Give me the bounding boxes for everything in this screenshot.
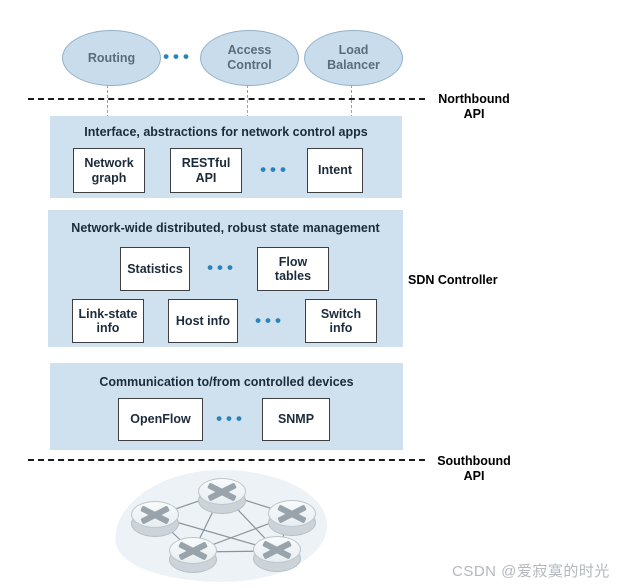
southbound-dashed-line (28, 459, 425, 461)
southbound-api-label: Southbound API (428, 454, 520, 484)
northbound-api-line2: API (463, 107, 485, 121)
sdn-controller-label: SDN Controller (408, 273, 498, 287)
box-openflow: OpenFlow (118, 398, 203, 441)
northbound-api-label: Northbound API (428, 92, 520, 122)
ellipsis-dots-icon: ••• (255, 311, 285, 330)
box-intent: Intent (307, 148, 363, 193)
northbound-api-line1: Northbound (438, 92, 510, 106)
app-ellipse-routing: Routing (62, 30, 161, 86)
app-label-routing: Routing (87, 50, 136, 65)
northbound-dashed-line (28, 98, 425, 100)
box-statistics: Statistics (120, 247, 190, 291)
communication-layer-panel: Communication to/from controlled devices (50, 363, 403, 450)
router-left (131, 501, 179, 538)
ellipsis-dots-icon: ••• (260, 160, 290, 179)
box-network-graph: Network graph (73, 148, 145, 193)
app-ellipse-access-control: Access Control (200, 30, 299, 86)
csdn-watermark: CSDN @爱寂寞的时光 (452, 563, 610, 580)
app-ellipse-load-balancer: Load Balancer (304, 30, 403, 86)
router-bottom-left (169, 537, 217, 574)
router-bottom-right (253, 536, 301, 573)
dashed-connector (247, 85, 248, 118)
southbound-api-line2: API (463, 469, 485, 483)
box-flow-tables: Flow tables (257, 247, 329, 291)
box-snmp: SNMP (262, 398, 330, 441)
app-label-access-control: Access Control (227, 43, 272, 72)
router-top (198, 478, 246, 515)
interface-layer-title: Interface, abstractions for network cont… (84, 125, 368, 139)
ellipsis-dots-icon: ••• (207, 258, 237, 277)
app-label-load-balancer: Load Balancer (327, 43, 380, 72)
dashed-connector (107, 85, 108, 118)
ellipsis-dots-icon: ••• (216, 409, 246, 428)
box-host-info: Host info (168, 299, 238, 343)
box-switch-info: Switch info (305, 299, 377, 343)
state-layer-title: Network-wide distributed, robust state m… (71, 221, 380, 235)
communication-layer-title: Communication to/from controlled devices (99, 375, 354, 389)
dashed-connector (351, 85, 352, 118)
southbound-api-line1: Southbound (437, 454, 511, 468)
router-right (268, 500, 316, 537)
ellipsis-dots-icon: ••• (163, 47, 193, 66)
box-restful-api: RESTful API (170, 148, 242, 193)
box-link-state-info: Link-state info (72, 299, 144, 343)
